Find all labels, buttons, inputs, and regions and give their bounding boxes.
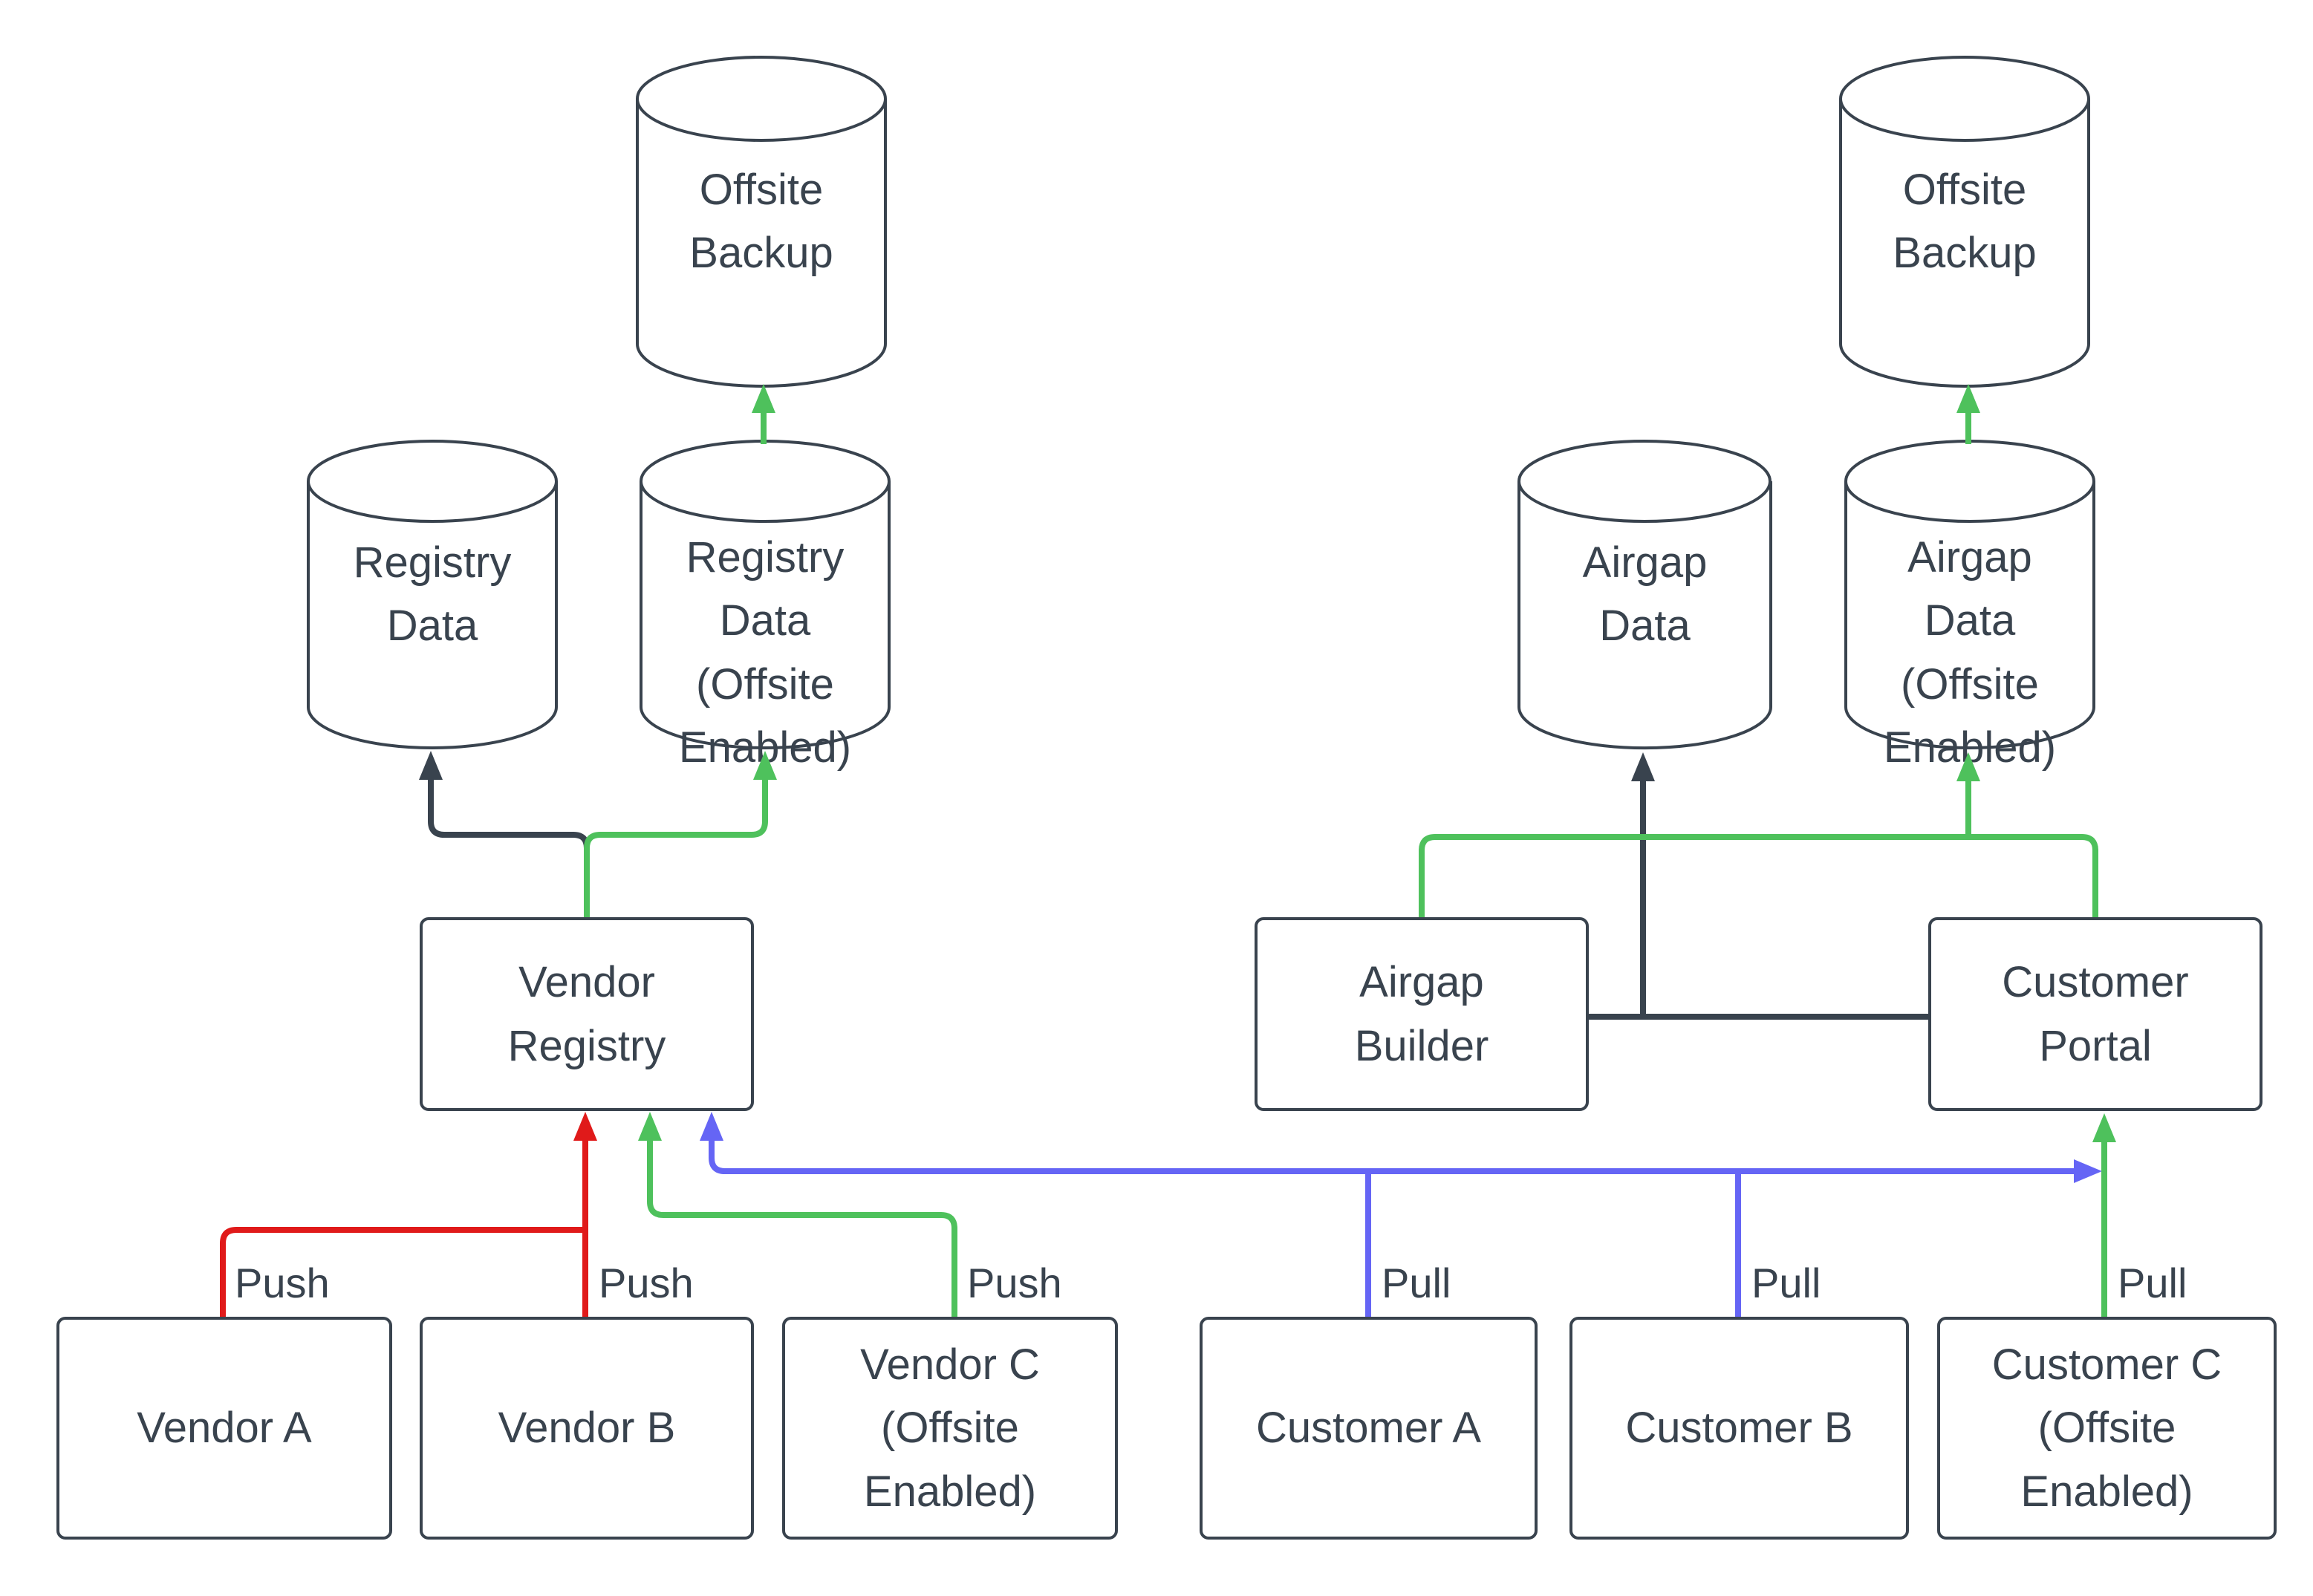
arrowhead-blue-toward-customer-portal xyxy=(2074,1159,2102,1183)
cylinder-airgap-data-offsite: Airgap Data (Offsite Enabled) xyxy=(1844,438,2096,772)
cylinder-registry-data: Registry Data xyxy=(306,438,559,750)
box-customer-a: Customer A xyxy=(1200,1317,1538,1540)
cylinder-label: Registry Data xyxy=(353,538,512,650)
cylinder-label: Airgap Data xyxy=(1582,538,1708,650)
box-vendor-a: Vendor A xyxy=(56,1317,392,1540)
box-customer-portal: Customer Portal xyxy=(1928,917,2262,1111)
box-vendor-c-offsite: Vendor C (Offsite Enabled) xyxy=(782,1317,1118,1540)
cylinder-shape xyxy=(1839,56,2090,388)
arrowhead-red-into-vendor-registry xyxy=(573,1112,597,1141)
cylinder-airgap-data: Airgap Data xyxy=(1517,438,1773,750)
cylinder-registry-data-offsite: Registry Data (Offsite Enabled) xyxy=(639,438,891,772)
arrowhead-dark-into-registry-data xyxy=(419,751,443,780)
edge-customer-portal-to-airgap-data-offsite-green xyxy=(1968,834,2098,917)
cylinder-offsite-backup-right: Offsite Backup xyxy=(1838,54,2091,388)
edge-vendor-registry-to-registry-data-dark xyxy=(428,780,590,849)
box-label: Customer A xyxy=(1256,1404,1481,1453)
box-label: Vendor Registry xyxy=(507,958,666,1070)
edge-pull-main-blue xyxy=(709,1141,2074,1174)
box-label: Vendor A xyxy=(137,1404,312,1453)
cylinder-label: Offsite Backup xyxy=(689,165,833,277)
edge-vendor-registry-to-registry-data-offsite-green xyxy=(584,780,768,917)
arrowhead-blue-into-vendor-registry xyxy=(700,1112,723,1141)
push-label-vendor-c: Push xyxy=(967,1260,1062,1306)
box-label: Customer C (Offsite Enabled) xyxy=(1991,1341,2222,1516)
cylinder-shape xyxy=(640,440,891,749)
pull-label-customer-b: Pull xyxy=(1751,1260,1821,1306)
cylinder-shape xyxy=(307,440,558,749)
pull-label-customer-c: Pull xyxy=(2118,1260,2187,1306)
arrowhead-green-into-vendor-registry xyxy=(638,1112,662,1141)
box-customer-c-offsite: Customer C (Offsite Enabled) xyxy=(1937,1317,2277,1540)
cylinder-label: Registry Data (Offsite Enabled) xyxy=(678,533,852,772)
cylinder-shape xyxy=(1517,440,1772,750)
box-label: Vendor C (Offsite Enabled) xyxy=(860,1341,1040,1516)
cylinder-shape xyxy=(1844,440,2095,749)
box-airgap-builder: Airgap Builder xyxy=(1255,917,1589,1111)
cylinder-offsite-backup-left: Offsite Backup xyxy=(635,54,888,388)
edge-push-vendor-c-green xyxy=(647,1141,957,1317)
pull-label-customer-a: Pull xyxy=(1382,1260,1451,1306)
cylinder-shape xyxy=(636,56,887,388)
box-label: Airgap Builder xyxy=(1354,958,1489,1070)
box-label: Customer B xyxy=(1625,1404,1853,1453)
cylinder-label: Airgap Data (Offsite Enabled) xyxy=(1883,533,2057,772)
edge-airgap-builder-to-airgap-data-offsite-green xyxy=(1419,834,1968,917)
box-label: Customer Portal xyxy=(2002,958,2189,1070)
box-vendor-b: Vendor B xyxy=(420,1317,754,1540)
arrowhead-dark-into-airgap-data xyxy=(1631,752,1655,781)
push-label-vendor-a: Push xyxy=(235,1260,330,1306)
box-label: Vendor B xyxy=(498,1404,676,1453)
push-label-vendor-b: Push xyxy=(599,1260,694,1306)
box-customer-b: Customer B xyxy=(1569,1317,1909,1540)
box-vendor-registry: Vendor Registry xyxy=(420,917,754,1111)
arrowhead-green-into-customer-portal xyxy=(2092,1113,2116,1142)
cylinder-label: Offsite Backup xyxy=(1893,165,2037,277)
